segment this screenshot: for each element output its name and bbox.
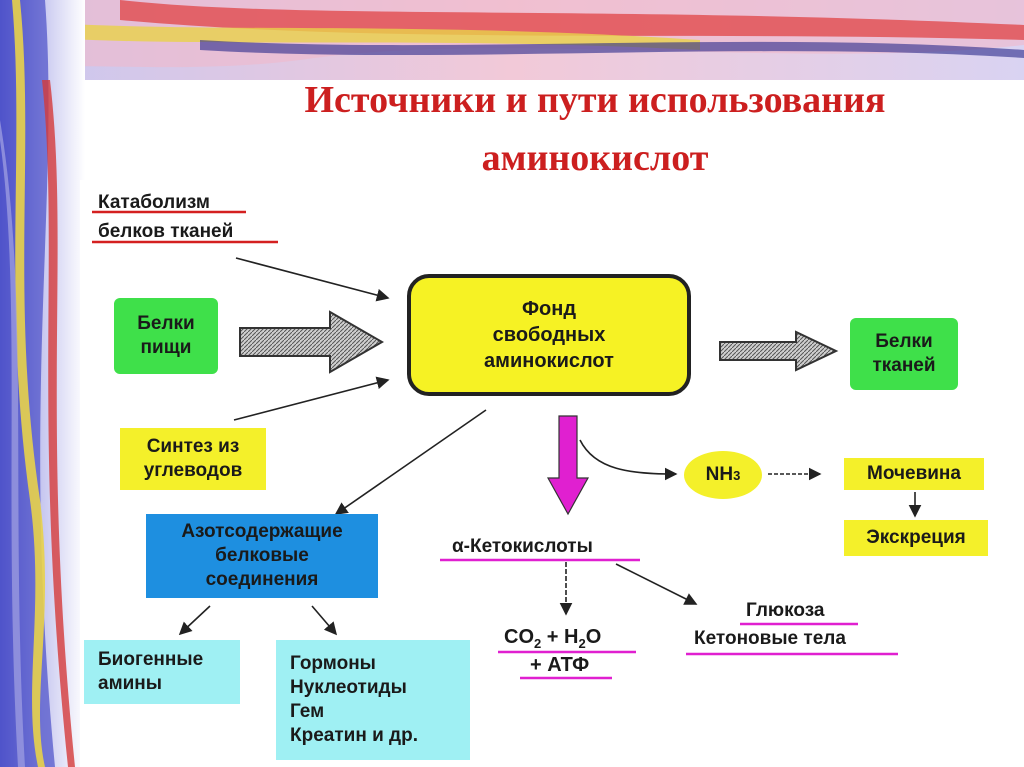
- co2-prefix: CO: [504, 626, 534, 648]
- arrow-ketoacids-to-glucose: [615, 563, 698, 605]
- node-biogenic-amines: Биогенные амины: [84, 640, 240, 704]
- nh3-base: NH: [705, 464, 734, 485]
- h2o-middle: + H: [541, 626, 579, 648]
- arrow-pool-to-ketoacids: [546, 415, 590, 516]
- node-food-proteins: Белки пищи: [114, 298, 218, 374]
- arrow-to-nh3: [579, 439, 678, 481]
- arrow-nitrogen-to-amines: [178, 605, 211, 636]
- node-nitrogen-compounds: Азотсодержащие белковые соединения: [146, 514, 378, 598]
- node-tissue-proteins: Белки тканей: [850, 318, 958, 390]
- arrow-pool-to-tissue: [719, 330, 839, 372]
- arrow-catabolism-to-pool: [235, 257, 390, 302]
- node-ketoacids: α-Кетокислоты: [452, 536, 593, 557]
- node-hormones-nucleotides: Гормоны Нуклеотиды Гем Креатин и др.: [276, 640, 470, 760]
- node-glucose: Глюкоза: [746, 600, 825, 621]
- h2o-suffix: O: [585, 626, 602, 648]
- slide-title-line2: аминокислот: [481, 137, 709, 179]
- arrow-synthesis-to-pool: [233, 376, 390, 421]
- h2o-subscript: 2: [578, 636, 586, 651]
- node-carb-synthesis: Синтез из углеводов: [120, 428, 266, 490]
- arrow-nitrogen-to-hormones: [311, 605, 338, 636]
- node-urea: Мочевина: [844, 458, 984, 490]
- arrow-food-to-pool: [239, 310, 385, 374]
- node-co2-h2o: CO2 + H2O: [504, 624, 601, 657]
- node-excretion: Экскреция: [844, 520, 988, 556]
- slide-title-line1: Источники и пути использования: [304, 79, 886, 121]
- node-ketone-bodies: Кетоновые тела: [694, 628, 846, 649]
- arrow-pool-to-nitrogen: [334, 409, 487, 515]
- co2-subscript: 2: [534, 636, 542, 651]
- node-atp: + АТФ: [530, 654, 590, 676]
- node-catabolism: Катаболизм белков тканей: [98, 192, 234, 242]
- node-free-amino-acid-pool: Фонд свободных аминокислот: [407, 274, 691, 396]
- nh3-subscript: 3: [733, 467, 741, 483]
